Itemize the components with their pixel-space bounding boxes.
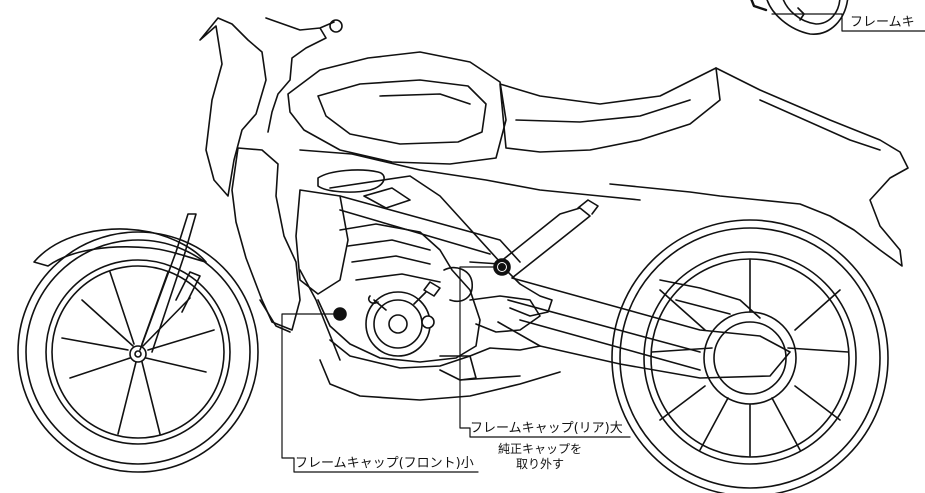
tail-section [609,67,909,267]
headlight-cowl [231,147,301,331]
footpeg-bracket [439,261,553,381]
inset-cap-detail [750,0,849,35]
front-frame-cap-marker [333,307,347,321]
front-frame-cap-label: フレームキャップ(フロント)小 [295,456,474,471]
frame [299,149,641,263]
rear-cap-note: 純正キャップを 取り外す [497,442,582,471]
seat [499,67,721,153]
front-wheel [17,231,259,473]
inset-label: フレームキ [850,15,915,30]
fuel-tank [287,51,507,165]
rear-frame-cap-label: フレームキャップ(リア)大 [470,421,623,436]
front-fork [139,213,201,353]
engine [295,189,561,401]
swingarm [497,207,791,379]
rear-wheel [611,219,889,493]
engine-cap-marker [421,315,435,329]
front-fender [33,228,207,267]
callout-leaders [281,13,925,473]
